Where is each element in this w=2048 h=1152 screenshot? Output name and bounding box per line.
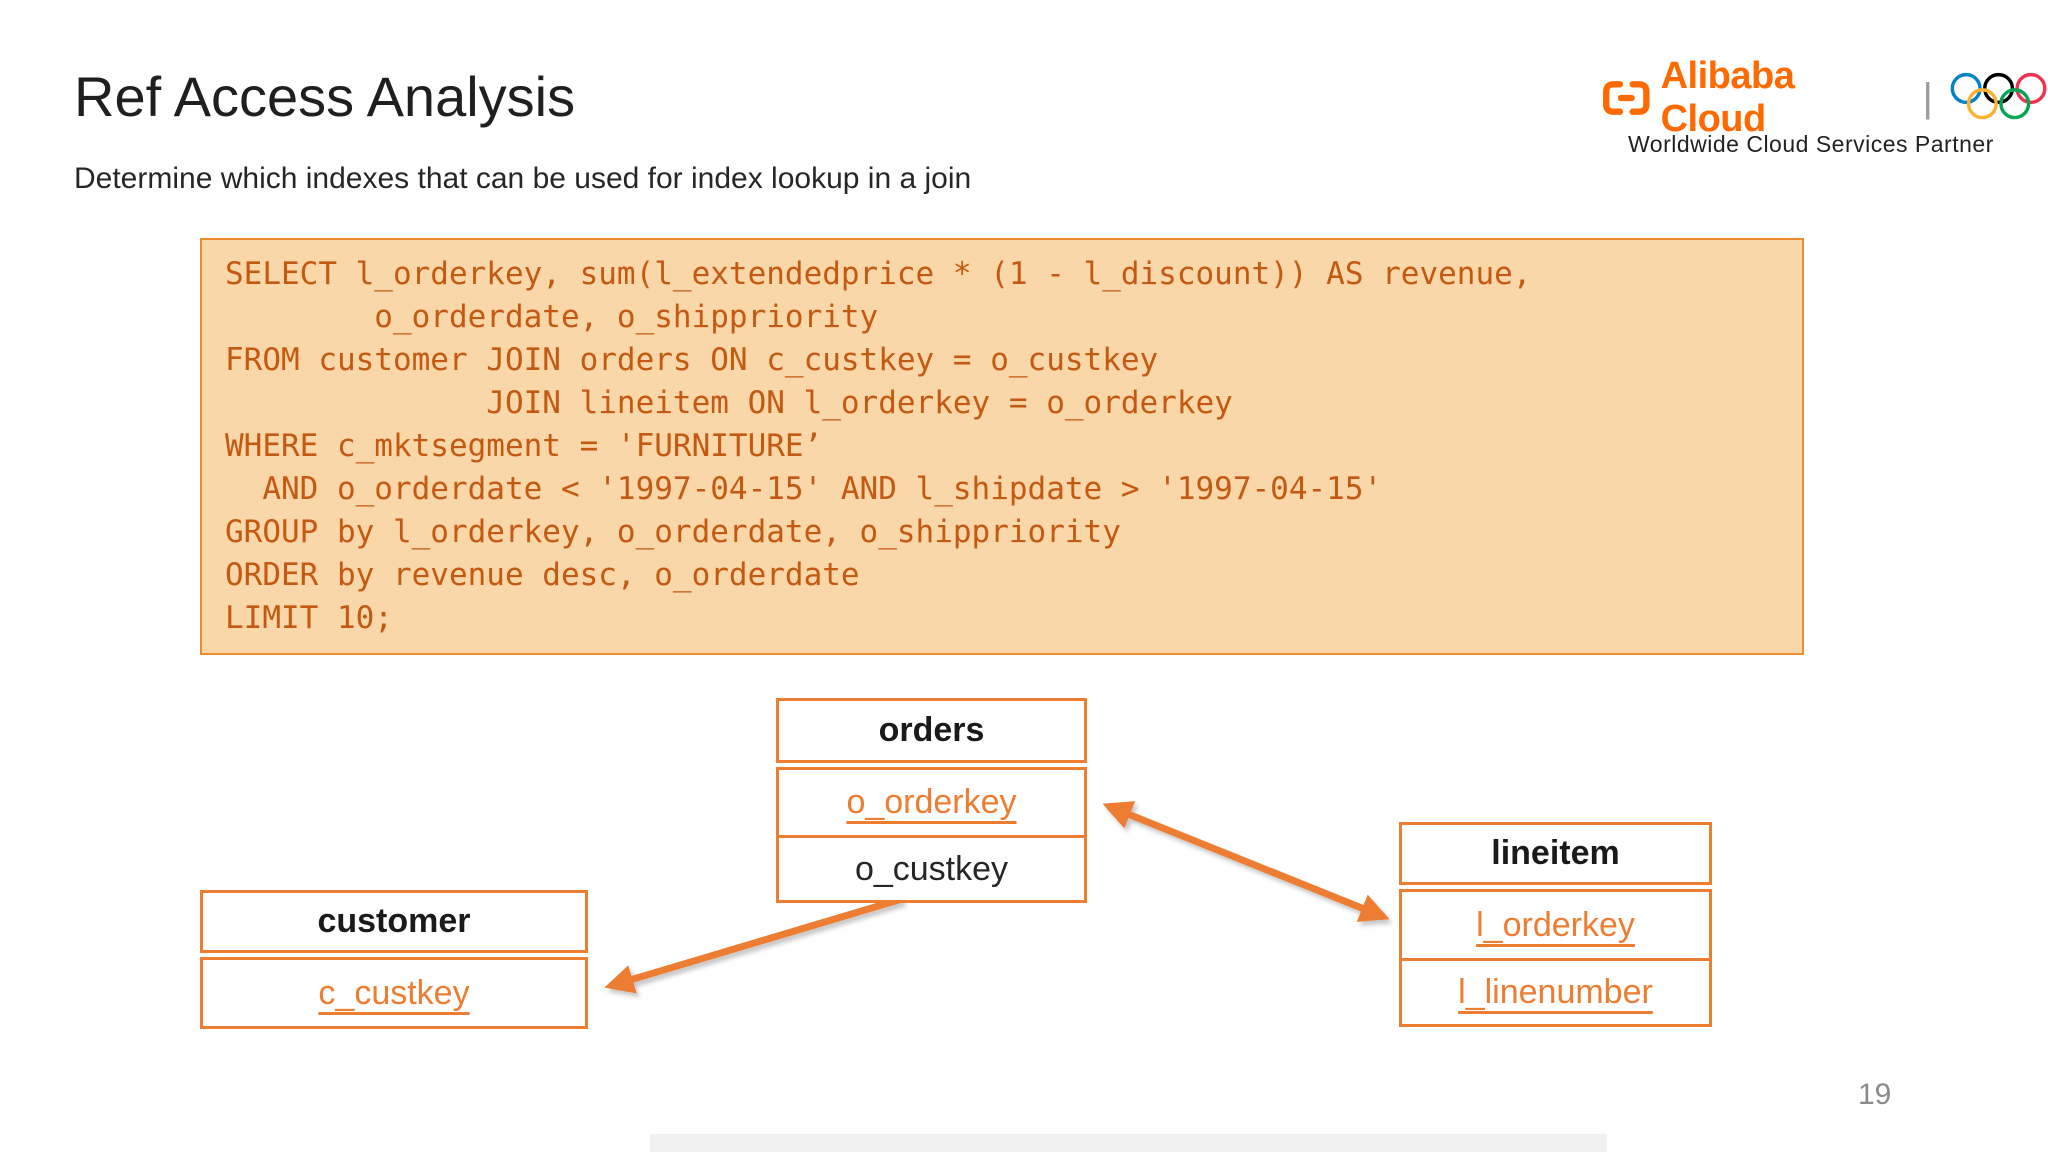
column-l-orderkey: l_orderkey [1476, 905, 1635, 944]
sql-line: SELECT l_orderkey, sum(l_extendedprice *… [225, 256, 1532, 292]
logo-separator: | [1922, 75, 1933, 120]
column-l-linenumber: l_linenumber [1402, 958, 1709, 1024]
table-customer-body: c_custkey [200, 957, 588, 1029]
alibaba-cloud-logo-icon [1603, 81, 1650, 115]
table-customer: customer c_custkey [200, 890, 588, 1029]
logo-tagline: Worldwide Cloud Services Partner [1628, 131, 1994, 157]
sql-code-block: SELECT l_orderkey, sum(l_extendedprice *… [200, 238, 1804, 655]
olympic-rings-icon [1950, 72, 2047, 120]
sql-line: GROUP by l_orderkey, o_orderdate, o_ship… [225, 514, 1121, 550]
join-arrow-orders-lineitem [1102, 801, 1390, 922]
table-orders-title: orders [776, 698, 1087, 763]
table-lineitem: lineitem l_orderkey l_linenumber [1399, 822, 1712, 1027]
table-orders: orders o_orderkey o_custkey [776, 698, 1087, 903]
sql-line: FROM customer JOIN orders ON c_custkey =… [225, 342, 1159, 378]
page-number: 19 [1858, 1078, 1892, 1111]
bottom-progress-strip [650, 1134, 1607, 1152]
table-orders-body: o_orderkey o_custkey [776, 767, 1087, 903]
sql-line: AND o_orderdate < '1997-04-15' AND l_shi… [225, 471, 1383, 507]
join-arrow-orders-customer [604, 895, 903, 994]
page-subtitle: Determine which indexes that can be used… [74, 162, 972, 195]
sql-line: WHERE c_mktsegment = 'FURNITURE’ [225, 428, 823, 464]
column-c-custkey: c_custkey [318, 973, 470, 1012]
table-lineitem-body: l_orderkey l_linenumber [1399, 889, 1712, 1027]
brand-name: Alibaba Cloud [1660, 55, 1795, 140]
sql-line: o_orderdate, o_shippriority [225, 299, 879, 335]
logo-block: Alibaba Cloud | [1602, 55, 2048, 140]
table-customer-title: customer [200, 890, 588, 953]
column-o-custkey: o_custkey [779, 835, 1084, 900]
sql-line: LIMIT 10; [225, 600, 393, 636]
table-lineitem-title: lineitem [1399, 822, 1712, 885]
column-o-orderkey: o_orderkey [846, 783, 1017, 821]
sql-line: JOIN lineitem ON l_orderkey = o_orderkey [225, 385, 1233, 421]
page-title: Ref Access Analysis [74, 65, 576, 128]
sql-line: ORDER by revenue desc, o_orderdate [225, 557, 860, 593]
